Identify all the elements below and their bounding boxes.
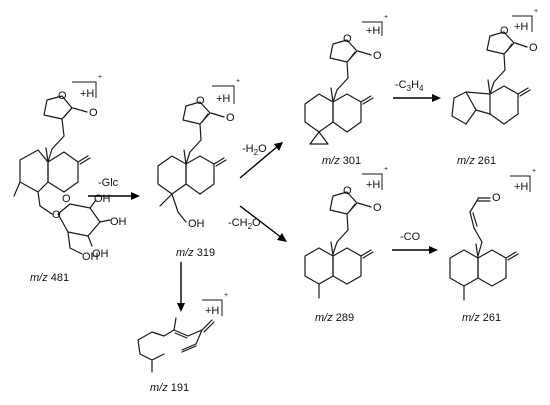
hydroxyl-label: OH [110, 216, 127, 228]
loss-label: -H2O [242, 143, 267, 157]
charge-sup: + [534, 8, 538, 15]
charge-label: +H [514, 181, 528, 193]
molecule-m289: O O +H + m/z 289 [304, 166, 388, 324]
loss-label: -Glc [98, 177, 119, 189]
arrow-loss-h2o: -H2O [239, 142, 283, 179]
carbonyl-oxygen-label: O [529, 42, 538, 54]
ring-oxygen-label: O [196, 95, 205, 107]
ring-oxygen-label: O [343, 33, 352, 45]
charge-sup: + [532, 168, 536, 175]
butenolide-ring: O O [43, 90, 98, 120]
charge-bracket: +H + [362, 166, 388, 191]
charge-bracket: +H + [510, 168, 536, 193]
arrow-loss-co: -CO [392, 231, 438, 254]
molecule-m301: O O +H + m/z 301 [304, 14, 388, 167]
glycoside-oxygen-label: O [52, 209, 61, 221]
charge-bracket: +H + [202, 292, 228, 317]
arrow-loss-c3h4: -C3H4 [393, 79, 441, 102]
carbonyl-oxygen-label: O [373, 202, 382, 214]
mz-label: m/z 289 [315, 312, 354, 324]
charge-sup: + [384, 14, 388, 21]
arrow-loss-glc: -Glc [88, 177, 140, 200]
ring-oxygen-label: O [500, 25, 509, 37]
charge-sup: + [98, 74, 102, 81]
mz-label: m/z 319 [176, 247, 215, 259]
charge-label: +H [205, 305, 219, 317]
charge-sup: + [236, 78, 240, 85]
loss-label: -CH2O [228, 217, 261, 231]
mz-label: m/z 481 [30, 272, 69, 284]
mz-label: m/z 261 [457, 155, 496, 167]
molecule-m481: O O O O OH OH OH OH [13, 74, 127, 284]
charge-bracket: +H + [512, 8, 538, 33]
ring-oxygen-label: O [58, 90, 67, 102]
charge-sup: + [384, 166, 388, 173]
molecule-m191: +H + m/z 191 [137, 292, 228, 394]
mz-label: m/z 301 [322, 155, 361, 167]
glucose-unit: O O OH OH OH OH [39, 193, 127, 263]
mz-label: m/z 191 [150, 382, 189, 394]
carbonyl-oxygen-label: O [373, 50, 382, 62]
mz-label: m/z 261 [462, 312, 501, 324]
arrow-loss-ch2o: -CH2O [228, 205, 287, 242]
pyranose-oxygen-label: O [62, 193, 71, 205]
charge-bracket: +H + [362, 14, 388, 37]
hydroxyl-label: OH [92, 248, 109, 260]
molecule-m261b: O +H + m/z 261 [449, 168, 536, 324]
hydroxyl-label: OH [94, 193, 111, 205]
charge-label: +H [80, 88, 94, 100]
carbonyl-oxygen-label: O [226, 112, 235, 124]
aldehyde-oxygen-label: O [492, 192, 501, 204]
molecule-m319: O O OH +H + m/z 319 [157, 78, 240, 259]
charge-label: +H [514, 21, 528, 33]
loss-label: -CO [400, 231, 421, 243]
charge-label: +H [216, 93, 230, 105]
carbonyl-oxygen-label: O [89, 107, 98, 119]
ring-oxygen-label: O [343, 185, 352, 197]
charge-bracket: +H + [72, 74, 102, 100]
arrow-to-m191 [177, 262, 185, 312]
loss-label: -C3H4 [395, 79, 424, 93]
charge-label: +H [366, 25, 380, 37]
charge-label: +H [366, 179, 380, 191]
decalin-skeleton [13, 147, 91, 207]
charge-bracket: +H + [212, 78, 240, 105]
charge-sup: + [224, 292, 228, 299]
hydroxyl-label: OH [82, 251, 99, 263]
hydroxyl-label: OH [188, 218, 205, 230]
molecule-m261a: O O +H + m/z 261 [451, 8, 538, 167]
